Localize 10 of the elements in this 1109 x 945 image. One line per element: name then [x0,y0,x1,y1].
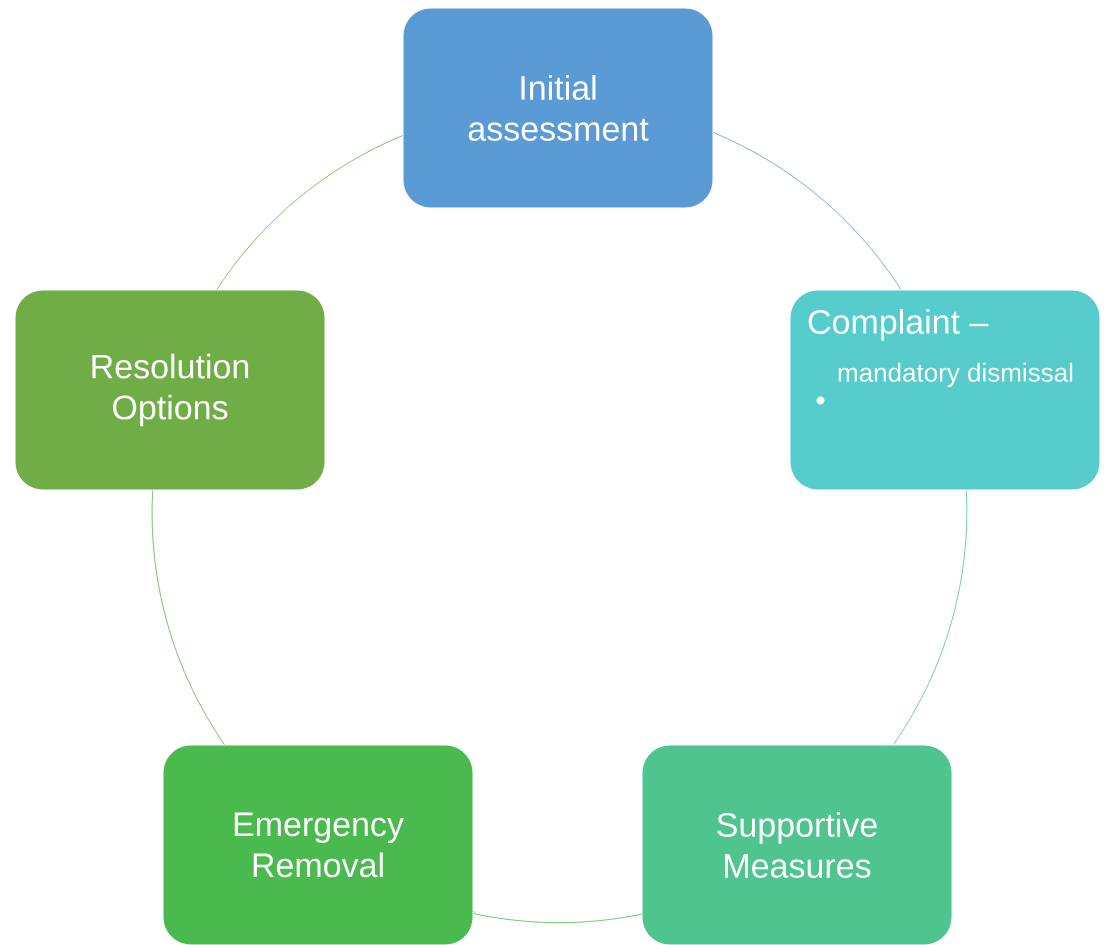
connector-arc [473,910,642,924]
process-box: Emergency Removal [162,744,474,945]
connector-arc [713,132,901,290]
connector-arc [151,490,225,745]
process-box: Complaint – mandatory dismissal [789,289,1101,491]
process-box: Resolution Options [14,289,326,491]
process-box: Supportive Measures [641,744,953,945]
process-box: Initial assessment [402,7,714,209]
connector-arc [216,135,403,290]
connector-arc [893,490,968,745]
